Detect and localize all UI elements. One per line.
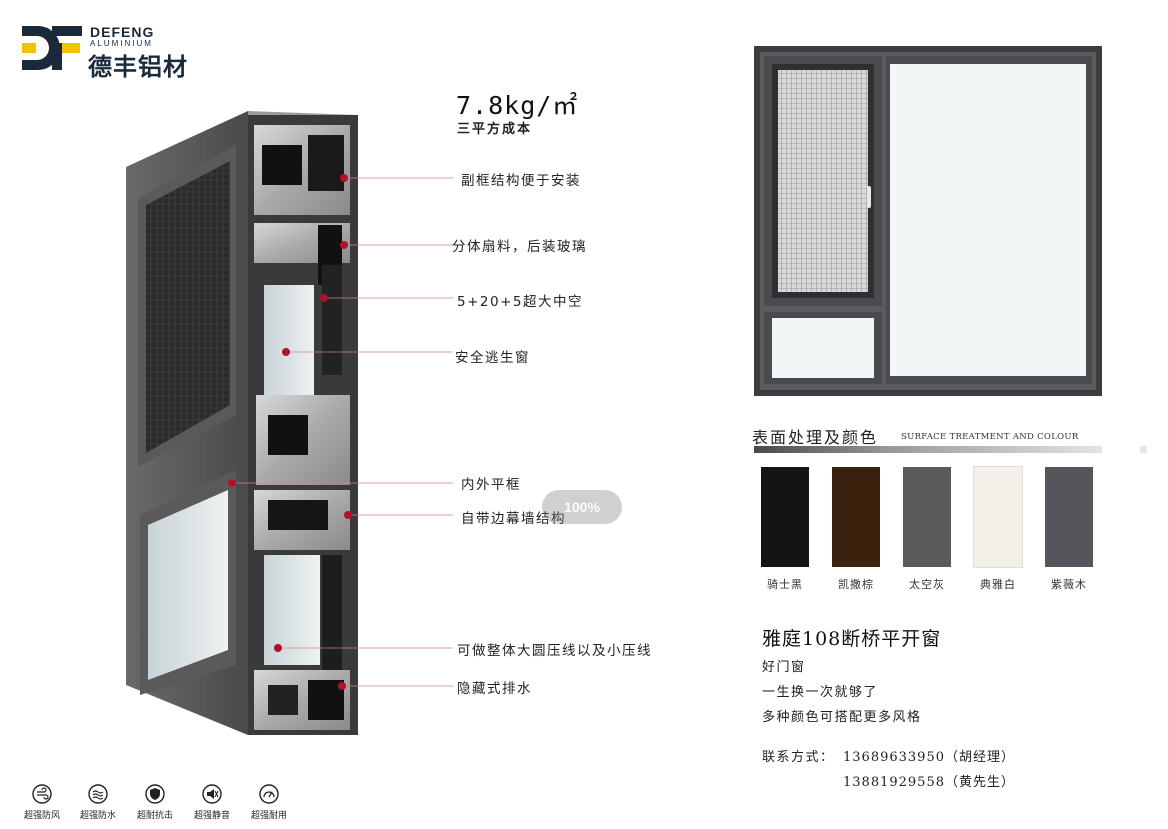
feature-label: 超耐抗击 <box>136 811 173 821</box>
window-profile-section-image <box>126 111 453 735</box>
feature-waterproof: 超强防水 <box>69 784 127 821</box>
surface-section-title: 表面处理及颜色 <box>752 428 879 447</box>
color-swatch <box>903 467 951 567</box>
product-title: 雅庭108断桥平开窗 <box>762 628 942 650</box>
cost-note: 三平方成本 <box>457 122 533 137</box>
feature-icon-row: 超强防风 超强防水 超耐抗击 超强静音 超强耐用 <box>18 784 298 824</box>
surface-section-title-en: SURFACE TREATMENT AND COLOUR <box>901 432 1079 442</box>
callout-flat-frame: 内外平框 <box>461 477 521 493</box>
color-swatch-label: 凯撒棕 <box>838 578 874 591</box>
color-swatch-label: 太空灰 <box>909 578 945 591</box>
feature-label: 超强耐用 <box>250 811 287 821</box>
surface-section-dot <box>1140 446 1147 453</box>
color-swatch <box>832 467 880 567</box>
feature-impact: 超耐抗击 <box>126 784 184 821</box>
brand-name-en: DEFENG <box>90 24 155 40</box>
color-swatch-label: 紫薇木 <box>1051 578 1087 591</box>
casement-window-image <box>754 46 1102 396</box>
contact-phone: 13881929558（黄先生） <box>843 775 1015 790</box>
color-swatch <box>761 467 809 567</box>
callout-sub-frame: 副框结构便于安装 <box>461 173 581 189</box>
feature-windproof: 超强防风 <box>13 784 71 821</box>
callout-hidden-drainage: 隐藏式排水 <box>457 681 532 697</box>
product-tagline: 多种颜色可搭配更多风格 <box>762 710 922 725</box>
callout-glazing-bead: 可做整体大圆压线以及小压线 <box>457 643 652 659</box>
gauge-icon <box>259 784 279 804</box>
product-tagline: 一生换一次就够了 <box>762 685 879 700</box>
callout-escape-window: 安全逃生窗 <box>455 350 530 366</box>
feature-durable: 超强耐用 <box>240 784 298 821</box>
surface-section-bar <box>754 446 1102 453</box>
contact-phone: 13689633950（胡经理） <box>843 750 1015 765</box>
speaker-mute-icon <box>202 784 222 804</box>
water-icon <box>88 784 108 804</box>
callout-curtain-wall: 自带边幕墙结构 <box>461 511 566 527</box>
color-swatch-label: 典雅白 <box>980 578 1016 591</box>
color-swatch <box>973 466 1023 568</box>
color-swatch <box>1045 467 1093 567</box>
callout-split-sash: 分体扇料，后装玻璃 <box>452 239 587 255</box>
feature-label: 超强防风 <box>23 811 60 821</box>
product-tagline: 好门窗 <box>762 660 806 675</box>
zoom-level-badge: 100% <box>542 490 622 524</box>
shield-icon <box>145 784 165 804</box>
color-swatch-label: 骑士黑 <box>767 578 803 591</box>
contact-label: 联系方式： <box>762 750 835 765</box>
brand-logo: DEFENG ALUMINIUM 德丰铝材 <box>22 22 222 81</box>
weight-spec: 7.8kg/㎡ <box>456 91 579 120</box>
callout-insulated-glass: 5+20+5超大中空 <box>457 294 583 310</box>
feature-label: 超强防水 <box>79 811 116 821</box>
feature-label: 超强静音 <box>193 811 230 821</box>
brand-sub-en: ALUMINIUM <box>90 39 153 48</box>
wind-icon <box>32 784 52 804</box>
brand-name-cn: 德丰铝材 <box>88 53 188 81</box>
df-logo-mark-icon <box>22 26 82 70</box>
feature-soundproof: 超强静音 <box>183 784 241 821</box>
